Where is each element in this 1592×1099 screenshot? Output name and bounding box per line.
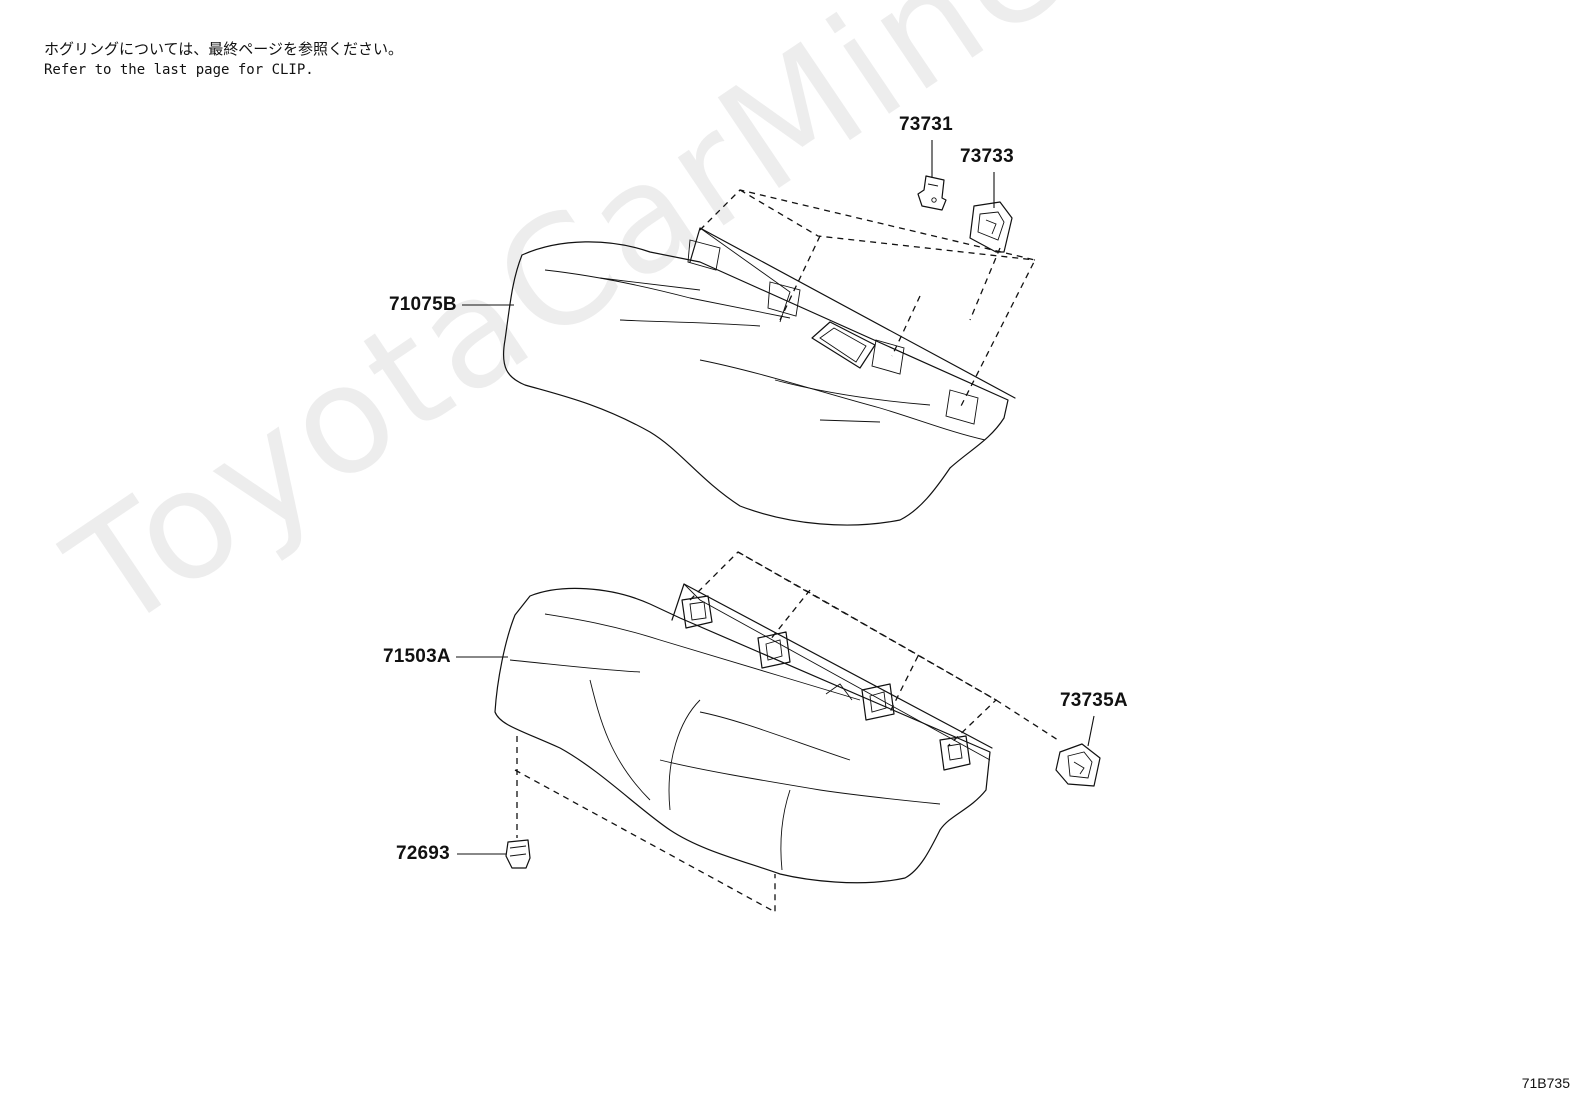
part-label-71503a[interactable]: 71503A bbox=[383, 646, 451, 667]
seat-pad-71503a[interactable] bbox=[495, 552, 1058, 912]
part-label-72693[interactable]: 72693 bbox=[396, 843, 450, 864]
part-label-73731[interactable]: 73731 bbox=[899, 114, 953, 135]
seat-cover-71075b[interactable] bbox=[504, 190, 1035, 525]
clip-note-japanese: ホグリングについては、最終ページを参照ください。 bbox=[44, 40, 403, 58]
clip-73733[interactable] bbox=[970, 202, 1012, 252]
clip-72693[interactable] bbox=[506, 840, 530, 868]
part-label-73735a[interactable]: 73735A bbox=[1060, 690, 1128, 711]
part-label-73733[interactable]: 73733 bbox=[960, 146, 1014, 167]
illustration-reference-code: 71B735 bbox=[1521, 1075, 1570, 1091]
clip-73731[interactable] bbox=[918, 176, 946, 210]
clip-73735a[interactable] bbox=[1056, 744, 1100, 786]
leader-73735a bbox=[1088, 716, 1094, 746]
part-label-71075b[interactable]: 71075B bbox=[389, 294, 457, 315]
clip-note-english: Refer to the last page for CLIP. bbox=[44, 62, 314, 78]
